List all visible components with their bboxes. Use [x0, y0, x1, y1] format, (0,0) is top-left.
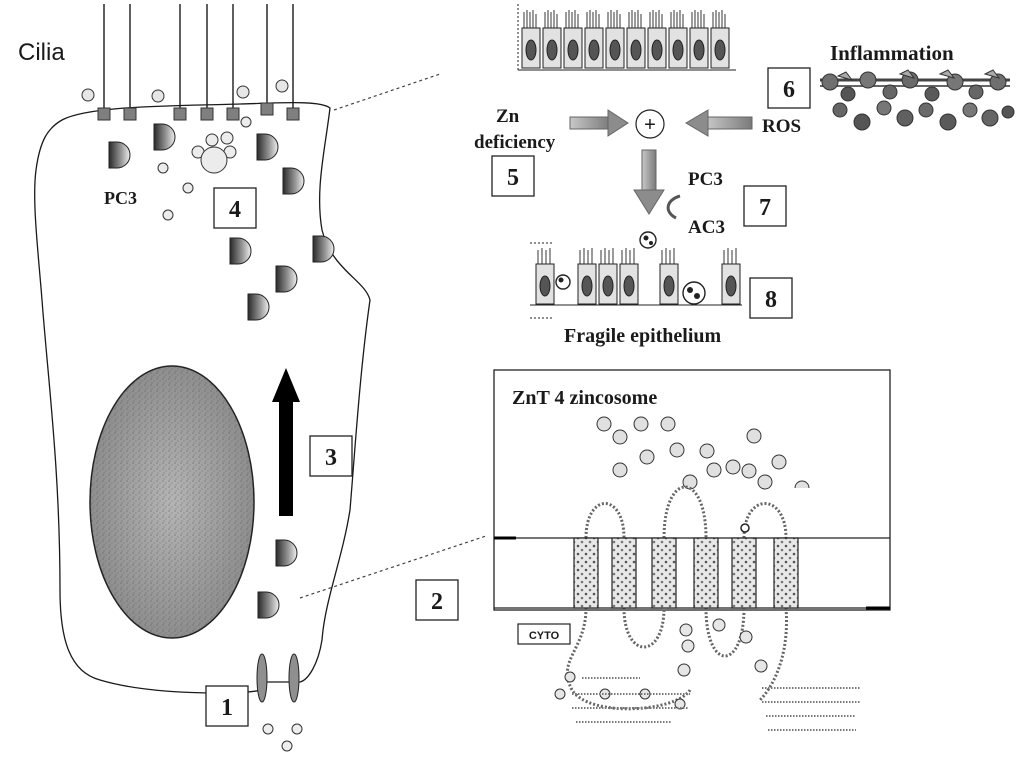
- cilia: [103, 4, 294, 110]
- zoom-connectors: [299, 73, 487, 599]
- cell-membrane: [34, 101, 371, 694]
- step-number: 1: [221, 695, 233, 721]
- conversion-arrow: [666, 194, 681, 220]
- step-box-7: 7: [743, 185, 787, 227]
- zn-label-line1: Zn: [496, 106, 520, 127]
- fragile-epithelium: [530, 231, 742, 319]
- step-box-6: 6: [767, 67, 811, 109]
- pc3-granules: [108, 123, 335, 619]
- apical-vesicles: [81, 79, 289, 103]
- zincosome-membrane: [494, 536, 890, 610]
- zincosome-title: ZnT 4 zincosome: [512, 387, 657, 409]
- zinc-ions-outside: [262, 723, 303, 752]
- inflammation-label: Inflammation: [830, 41, 954, 65]
- small-vesicles: [157, 116, 252, 221]
- combine-node: [635, 109, 665, 139]
- cilia-label: Cilia: [18, 39, 65, 66]
- cytoplasmic-residues: [554, 618, 768, 710]
- step-number: 5: [507, 165, 519, 191]
- transmembrane-helices: [573, 537, 799, 609]
- step-number: 2: [431, 589, 443, 615]
- zinc-vesicles: [596, 416, 810, 490]
- step-number: 3: [325, 445, 337, 471]
- healthy-epithelium: [517, 4, 736, 71]
- ros-label: ROS: [762, 116, 801, 137]
- zn-label-line2: deficiency: [474, 132, 556, 153]
- step-box-5: 5: [491, 155, 535, 197]
- cyto-box: [517, 623, 571, 645]
- pc3-pathway-label: PC3: [688, 169, 723, 190]
- step-box-1: 1: [205, 685, 249, 727]
- step-number: 7: [759, 195, 771, 221]
- plus-sign: +: [644, 114, 656, 136]
- step-box-2: 2: [415, 579, 459, 621]
- step-number: 4: [229, 197, 241, 223]
- sequence-text-lines: [572, 677, 860, 731]
- step-box-3: 3: [309, 435, 353, 477]
- ros-arrow: [685, 109, 753, 137]
- step-number: 8: [765, 287, 777, 313]
- fragile-epithelium-label: Fragile epithelium: [564, 325, 722, 347]
- zinc-uptake-channels: [256, 653, 300, 703]
- ac3-label: AC3: [688, 217, 725, 238]
- zn-deficiency-arrow: [569, 109, 629, 137]
- step-box-4: 4: [213, 187, 257, 229]
- pc3-cell-label: PC3: [104, 188, 137, 208]
- step-number: 6: [783, 77, 795, 103]
- inflammatory-cells: [820, 69, 1015, 131]
- binding-site-marker: [740, 523, 750, 533]
- basal-bodies: [97, 102, 300, 121]
- zincosome-panel: [493, 369, 891, 611]
- step-box-8: 8: [749, 277, 793, 319]
- downward-arrow: [633, 149, 665, 215]
- secretory-transport-arrow: [272, 368, 300, 516]
- cyto-label: CYTO: [529, 630, 560, 642]
